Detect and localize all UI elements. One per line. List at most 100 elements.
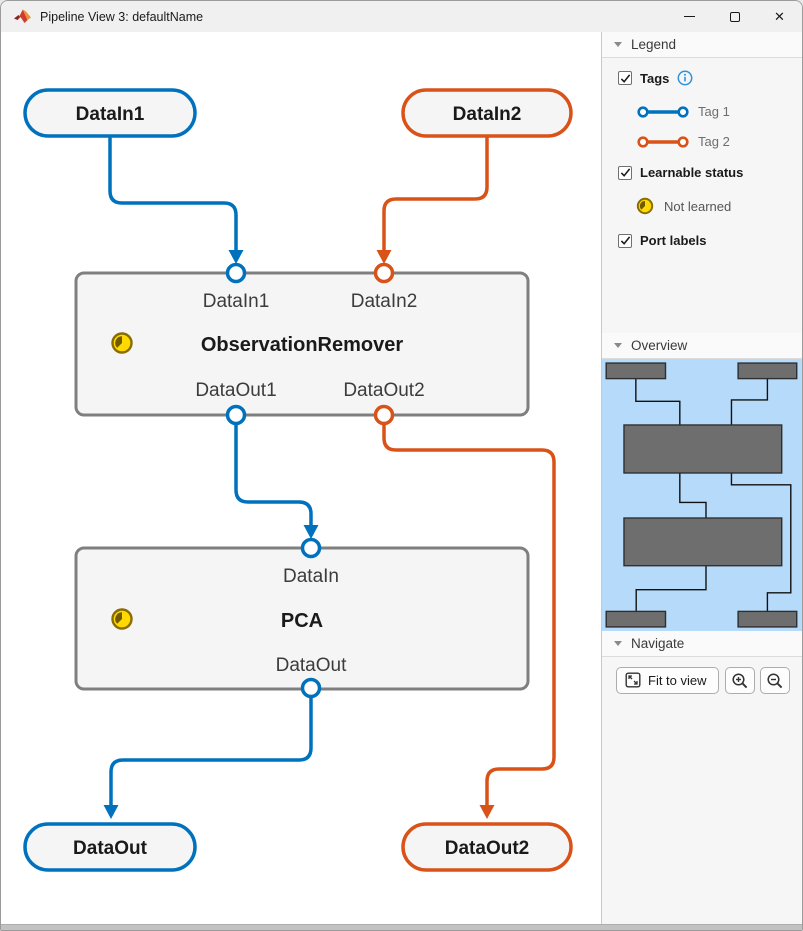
learnable-status-label: Learnable status (640, 165, 744, 180)
arrowhead-pca-datain (303, 525, 319, 539)
not-learned-clock-icon (111, 332, 133, 354)
info-icon[interactable] (677, 70, 693, 86)
collapse-arrow-icon (614, 343, 622, 348)
collapse-arrow-icon (614, 641, 622, 646)
matlab-logo-icon (14, 9, 31, 23)
port-label-or-datain1: DataIn1 (203, 291, 270, 312)
zoom-out-button[interactable] (760, 667, 790, 694)
port-labels-label: Port labels (640, 233, 707, 248)
minimap-node-datain1 (605, 362, 667, 380)
port-label-or-dataout1: DataOut1 (195, 380, 276, 401)
tags-row: Tags (618, 70, 792, 86)
minimap-node-datain2 (737, 362, 798, 380)
check-icon (620, 73, 630, 83)
tags-label: Tags (640, 70, 670, 86)
port-or-dataout2[interactable] (373, 404, 395, 426)
legend-header-label: Legend (631, 37, 677, 52)
navigate-body: Fit to view (602, 657, 802, 704)
pipeline-canvas[interactable]: DataIn1 DataIn2 DataOut DataOut2 DataIn1… (1, 32, 601, 924)
block-observationremover-title: ObservationRemover (201, 334, 404, 356)
arrowhead-datain2 (376, 250, 392, 264)
minimap-block-observationremover (623, 424, 783, 474)
magnifier-minus-icon (767, 673, 783, 689)
port-label-pca-datain: DataIn (283, 566, 339, 587)
titlebar: Pipeline View 3: defaultName ✕ (1, 1, 802, 32)
port-label-pca-dataout: DataOut (276, 655, 347, 676)
block-observationremover[interactable] (74, 271, 530, 417)
not-learned-item: Not learned (636, 197, 792, 215)
fit-to-view-button[interactable]: Fit to view (616, 667, 719, 694)
port-label-or-datain2: DataIn2 (351, 291, 418, 312)
arrowhead-dataout (103, 805, 119, 819)
port-pca-dataout[interactable] (300, 677, 322, 699)
pipeline-diagram: DataIn1 DataIn2 DataOut DataOut2 DataIn1… (23, 88, 573, 872)
tag2-legend-item: Tag 2 (636, 134, 792, 149)
collapse-arrow-icon (614, 42, 622, 47)
window-controls: ✕ (667, 1, 802, 32)
window-title: Pipeline View 3: defaultName (40, 9, 204, 24)
check-icon (620, 168, 630, 177)
minimap-node-dataout2 (737, 610, 798, 628)
sidebar: Legend Tags (601, 32, 802, 924)
sidebar-empty-space (602, 704, 802, 924)
learnable-status-checkbox[interactable] (618, 165, 632, 180)
minimize-button[interactable] (667, 1, 712, 32)
not-learned-label: Not learned (664, 198, 732, 214)
check-icon (620, 236, 630, 245)
maximize-icon (729, 11, 740, 22)
overview-header-label: Overview (631, 338, 688, 353)
zoom-buttons (725, 667, 790, 694)
maximize-button[interactable] (712, 1, 757, 32)
close-icon: ✕ (774, 9, 785, 24)
fit-to-view-icon (625, 672, 641, 688)
edge-datain1-to-observationremover[interactable] (108, 136, 238, 251)
port-label-or-dataout2: DataOut2 (343, 380, 424, 401)
tag1-label: Tag 1 (698, 104, 730, 119)
edge-datain2-to-observationremover[interactable] (382, 136, 489, 251)
node-datain2[interactable] (401, 88, 573, 138)
learnable-status-row: Learnable status (618, 165, 792, 180)
overview-section-header[interactable]: Overview (602, 333, 802, 359)
tag1-line-sample (637, 105, 689, 118)
tag2-label: Tag 2 (698, 134, 730, 149)
legend-body: Tags Tag 1 (602, 58, 802, 333)
edge-dataout2-to-dataout2node[interactable] (382, 423, 556, 806)
node-datain2-label: DataIn2 (453, 104, 522, 125)
edge-pca-dataout-to-dataoutnode[interactable] (109, 696, 313, 806)
node-dataout-label: DataOut (73, 838, 148, 859)
minimize-icon (684, 16, 695, 17)
node-dataout2[interactable] (401, 822, 573, 872)
legend-section-header[interactable]: Legend (602, 32, 802, 58)
overview-minimap[interactable] (602, 359, 802, 631)
close-button[interactable]: ✕ (757, 1, 802, 32)
port-or-dataout1[interactable] (225, 404, 247, 426)
tag2-line-sample (637, 135, 689, 148)
fit-to-view-label: Fit to view (648, 672, 707, 688)
arrowhead-datain1 (228, 250, 244, 264)
magnifier-plus-icon (732, 673, 748, 689)
port-pca-datain[interactable] (300, 537, 322, 559)
zoom-in-button[interactable] (725, 667, 755, 694)
tag1-legend-item: Tag 1 (636, 104, 792, 119)
port-or-datain1[interactable] (225, 262, 247, 284)
tags-checkbox[interactable] (618, 71, 632, 85)
block-pca-title: PCA (281, 610, 323, 632)
port-labels-row: Port labels (618, 233, 792, 248)
navigate-header-label: Navigate (631, 636, 685, 651)
arrowhead-dataout2 (479, 805, 495, 819)
node-datain1[interactable] (23, 88, 197, 138)
minimap-node-dataout (605, 610, 667, 628)
window-bottom-edge (1, 924, 802, 930)
node-dataout[interactable] (23, 822, 197, 872)
navigate-section-header[interactable]: Navigate (602, 631, 802, 657)
edge-dataout1-to-pca[interactable] (234, 423, 313, 526)
main-area: DataIn1 DataIn2 DataOut DataOut2 DataIn1… (1, 32, 802, 924)
port-labels-checkbox[interactable] (618, 233, 632, 248)
minimap-block-pca (623, 517, 783, 567)
not-learned-clock-icon (111, 608, 133, 630)
port-or-datain2[interactable] (373, 262, 395, 284)
node-datain1-label: DataIn1 (76, 104, 145, 125)
node-dataout2-label: DataOut2 (445, 838, 529, 859)
not-learned-clock-icon (636, 197, 654, 215)
